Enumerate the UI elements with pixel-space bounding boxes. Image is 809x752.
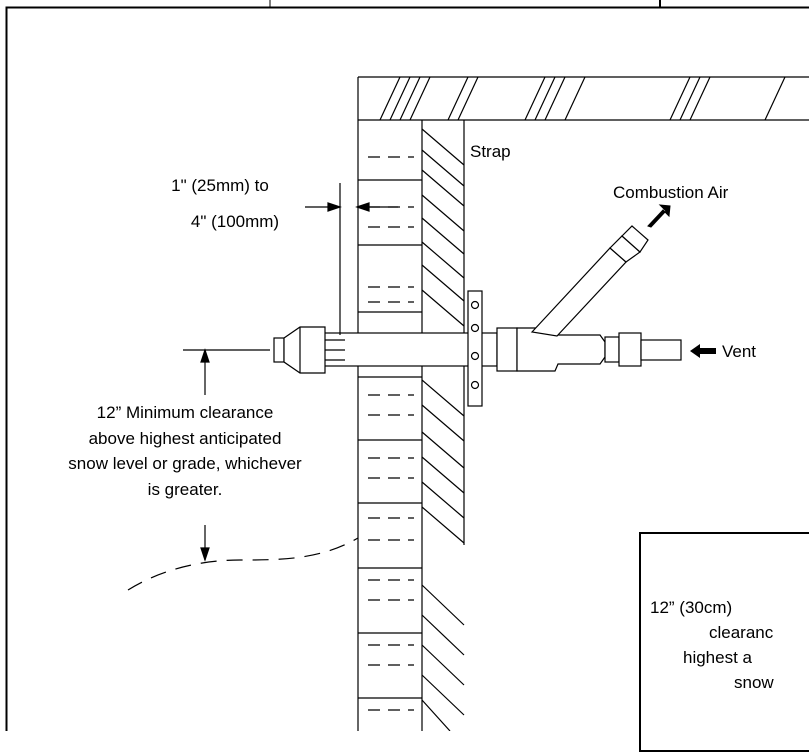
combustion-air-pipe — [532, 226, 648, 336]
wall-framing — [422, 120, 464, 731]
wall-strap — [468, 291, 482, 406]
dimension-arrow-left — [357, 203, 369, 211]
min-clearance-line3: snow level or grade, whichever — [15, 453, 355, 474]
vent-pipe — [322, 328, 681, 371]
note-line1: 12” (30cm) — [650, 597, 732, 618]
clearance-arrow-down — [201, 548, 209, 560]
strap-label: Strap — [470, 141, 511, 162]
clearance-arrow-up — [201, 350, 209, 362]
dimension-arrow-right — [328, 203, 340, 211]
distance-label-line1: 1" (25mm) to — [135, 175, 305, 196]
min-clearance-line4: is greater. — [15, 479, 355, 500]
vent-flow-arrow — [690, 344, 716, 358]
distance-label-line2: 4" (100mm) — [150, 211, 320, 232]
vent-label: Vent — [722, 341, 756, 362]
grade-snow-line — [128, 538, 358, 590]
note-line3: highest a — [683, 647, 752, 668]
min-clearance-line1: 12” Minimum clearance — [15, 402, 355, 423]
note-line2: clearanc — [709, 622, 773, 643]
brick-wall — [358, 120, 422, 731]
min-clearance-line2: above highest anticipated — [15, 428, 355, 449]
combustion-air-arrow — [648, 205, 670, 227]
ceiling-header — [358, 77, 809, 120]
note-line4: snow — [734, 672, 774, 693]
combustion-air-label: Combustion Air — [613, 182, 728, 203]
